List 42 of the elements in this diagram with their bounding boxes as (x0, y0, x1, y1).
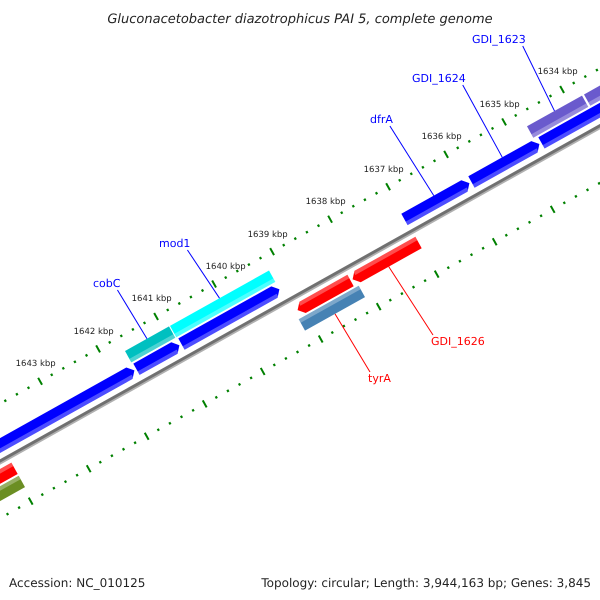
gene-label: GDI_1624 (412, 72, 466, 85)
position-label: 1635 kbp (480, 100, 520, 110)
gene-block (527, 96, 588, 138)
leader-line (186, 250, 220, 299)
gene-block (584, 86, 600, 106)
gene-block (170, 270, 276, 338)
leader-line (389, 126, 434, 196)
leader-line (522, 46, 555, 112)
position-label: 1643 kbp (16, 359, 56, 370)
gene-block (538, 102, 600, 148)
position-label: 1640 kbp (206, 262, 246, 272)
gene-block (0, 476, 25, 502)
gene-block (298, 274, 354, 313)
genome-info-text: Topology: circular; Length: 3,944,163 bp; Genes: 3,845 (261, 575, 591, 592)
gene-label: dfrA (370, 113, 393, 126)
position-label: 1639 kbp (248, 230, 288, 240)
gene-block (133, 342, 180, 375)
gene-block (298, 286, 365, 331)
gene-block (125, 326, 176, 362)
position-label: 1634 kbp (538, 67, 578, 78)
position-label: 1636 kbp (422, 132, 462, 142)
gene-block (468, 141, 540, 188)
gene-block (352, 236, 422, 282)
gene-block (178, 286, 280, 350)
leader-line (462, 84, 503, 158)
position-label: 1642 kbp (74, 326, 114, 337)
leader-line (116, 290, 148, 340)
leader-line (388, 266, 434, 336)
title: Gluconacetobacter diazotrophicus PAI 5, complete genome (107, 11, 493, 29)
gene-label: GDI_1626 (431, 335, 485, 348)
gene-label: cobC (93, 277, 120, 290)
gene-block (0, 462, 18, 484)
gene-label: mod1 (159, 237, 190, 250)
gene-label: tyrA (368, 372, 391, 385)
position-label: 1637 kbp (364, 164, 404, 175)
position-label: 1641 kbp (132, 294, 172, 304)
position-label: 1638 kbp (306, 197, 346, 208)
gene-block (0, 368, 134, 453)
leader-line (334, 313, 370, 372)
gene-block (401, 180, 470, 226)
accession-text: Accession: NC_010125 (9, 575, 146, 592)
gene-label: GDI_1623 (472, 33, 526, 46)
